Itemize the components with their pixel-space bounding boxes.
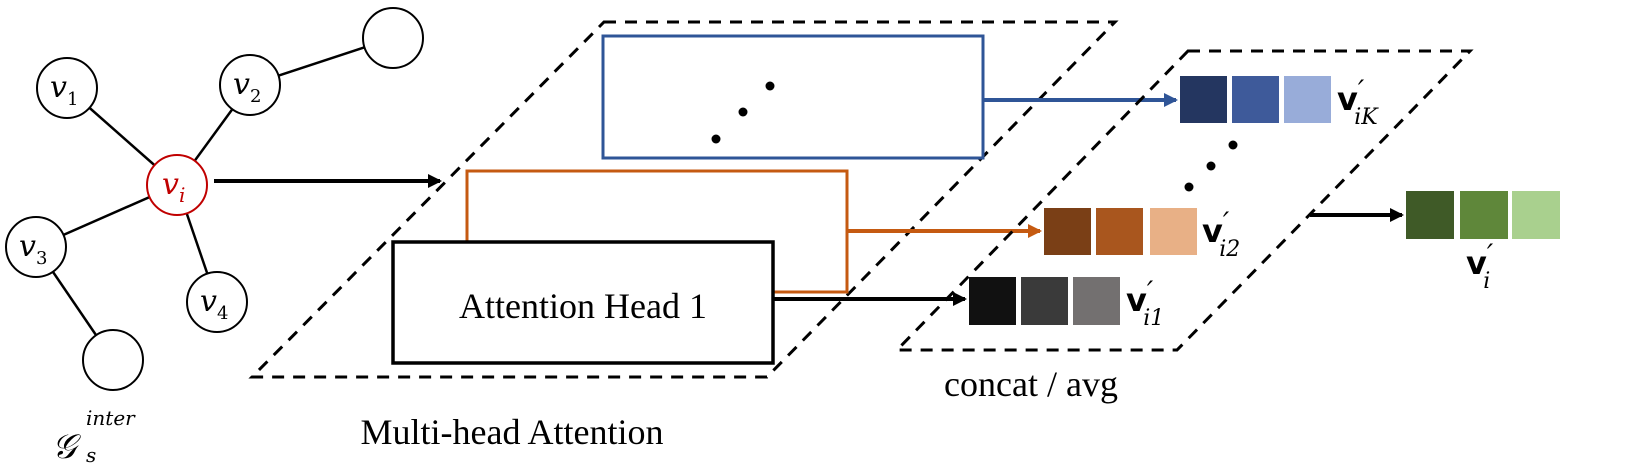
- vector-k-cell-2: [1232, 76, 1279, 123]
- vector-1-cell-1: [969, 277, 1016, 325]
- svg-text:v1: v1: [50, 70, 78, 110]
- vector-final-label: v′i: [1466, 238, 1494, 294]
- vector-head-k-label: v′iK: [1337, 74, 1379, 130]
- vector-k-cell-1: [1180, 76, 1227, 123]
- vector-2-cell-3: [1150, 208, 1197, 255]
- graph-nodes: v1 v2 vi v3 v4: [5, 7, 424, 391]
- vector-final: [1406, 191, 1560, 239]
- node-empty-top: [362, 7, 424, 69]
- attention-parallelogram: [248, 20, 1119, 379]
- vector-1-cell-3: [1073, 277, 1120, 325]
- vector-2-cell-2: [1096, 208, 1143, 255]
- ellipsis-dots-vectors: [1184, 140, 1238, 192]
- node-v2: v2: [219, 54, 281, 116]
- vector-final-cell-3: [1512, 191, 1560, 239]
- attention-head-k-box: [601, 34, 985, 160]
- vector-final-cell-2: [1460, 191, 1508, 239]
- aggregation-caption: concat / avg: [944, 364, 1118, 404]
- vector-head-1-label: v′i1: [1126, 275, 1164, 331]
- vector-2-cell-1: [1044, 208, 1091, 255]
- aggregation-parallelogram: [893, 49, 1474, 352]
- svg-text:vi: vi: [162, 167, 185, 207]
- vector-head-1: [969, 277, 1120, 325]
- vector-final-cell-1: [1406, 191, 1454, 239]
- node-empty-bottom: [82, 329, 144, 391]
- vector-head-2-label: v′i2: [1202, 206, 1240, 262]
- node-v1: v1: [36, 57, 98, 119]
- svg-text:v2: v2: [233, 67, 261, 107]
- attention-head-1-box: [391, 240, 775, 365]
- node-v3: v3: [5, 216, 67, 278]
- multi-head-attention-caption: Multi-head Attention: [361, 412, 664, 452]
- vector-1-cell-2: [1021, 277, 1068, 325]
- attention-head-1-label: Attention Head 1: [459, 286, 707, 326]
- vector-head-2: [1044, 208, 1197, 255]
- ellipsis-dots-heads: [711, 81, 775, 144]
- svg-text:v3: v3: [19, 229, 47, 269]
- vector-head-k: [1180, 76, 1331, 123]
- svg-text:v4: v4: [200, 284, 228, 324]
- node-vi-center: vi: [146, 154, 208, 216]
- vector-k-cell-3: [1284, 76, 1331, 123]
- node-v4: v4: [186, 271, 248, 333]
